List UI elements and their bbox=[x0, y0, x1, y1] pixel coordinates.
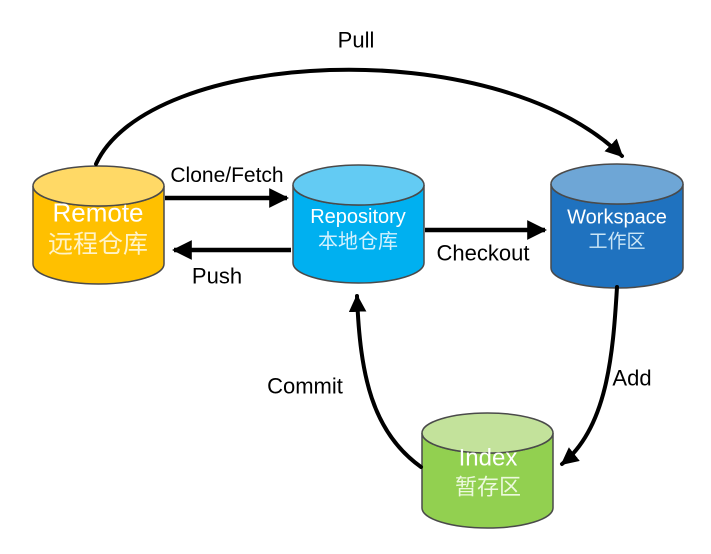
node-index-cylinder bbox=[421, 412, 554, 529]
edge-pull-arrow bbox=[94, 67, 624, 166]
node-repository-cylinder bbox=[292, 164, 425, 284]
remote-cylinder-top bbox=[32, 165, 165, 207]
node-workspace-cylinder bbox=[550, 163, 684, 289]
edge-add-arrow bbox=[560, 285, 619, 466]
workspace-cylinder-top bbox=[550, 163, 684, 205]
node-remote-cylinder bbox=[32, 165, 165, 285]
index-cylinder-top bbox=[421, 412, 554, 454]
repository-cylinder-top bbox=[292, 164, 425, 206]
edge-commit-arrow bbox=[348, 294, 423, 469]
